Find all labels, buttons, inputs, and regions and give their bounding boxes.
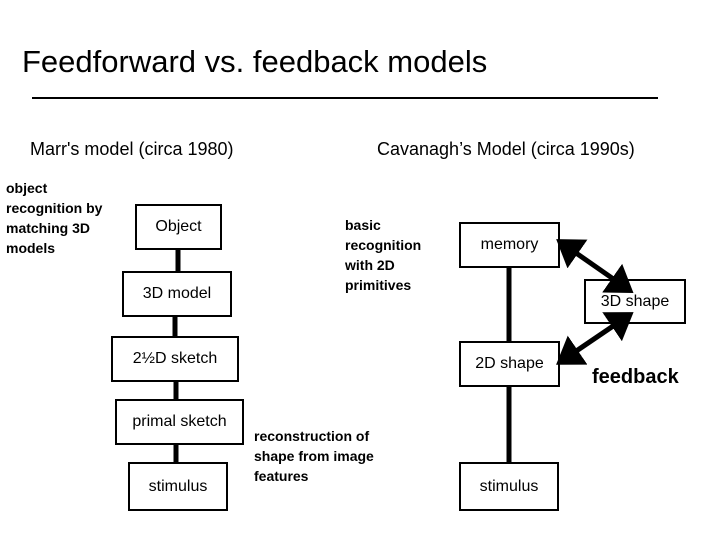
node-stimulus-right-label: stimulus — [479, 477, 539, 495]
column-heading-marr: Marr's model (circa 1980) — [30, 139, 234, 159]
node-memory[interactable]: memory — [459, 222, 560, 268]
node-object[interactable]: Object — [135, 204, 222, 250]
node-memory-label: memory — [480, 236, 539, 253]
node-stimulus-right[interactable]: stimulus — [459, 462, 559, 511]
node-2d-shape-label: 2D shape — [475, 355, 544, 372]
annotation-reconstruction-caption: reconstruction of shape from image featu… — [254, 428, 374, 484]
node-primal-sketch[interactable]: primal sketch — [115, 399, 244, 445]
node-3d-model-label: 3D model — [142, 285, 212, 302]
node-3d-model[interactable]: 3D model — [122, 271, 232, 317]
node-two-half-d-sketch-label: 2½D sketch — [132, 350, 218, 367]
node-two-half-d-sketch[interactable]: 2½D sketch — [111, 336, 239, 382]
node-stimulus-left[interactable]: stimulus — [128, 462, 228, 511]
page-title: Feedforward vs. feedback models — [22, 44, 488, 79]
node-3d-shape[interactable]: 3D shape — [584, 279, 686, 324]
node-primal-sketch-label: primal sketch — [132, 413, 227, 430]
title-divider — [32, 97, 658, 99]
annotation-cavanagh-description: basic recognition with 2D primitives — [345, 217, 422, 293]
node-object-label: Object — [155, 218, 202, 235]
node-2d-shape[interactable]: 2D shape — [459, 341, 560, 387]
label-feedback: feedback — [592, 366, 679, 388]
node-3d-shape-label: 3D shape — [600, 292, 670, 310]
node-stimulus-left-label: stimulus — [148, 477, 208, 495]
annotation-marr-description: object recognition by matching 3D models — [6, 180, 103, 256]
column-heading-cavanagh: Cavanagh’s Model (circa 1990s) — [377, 139, 635, 159]
